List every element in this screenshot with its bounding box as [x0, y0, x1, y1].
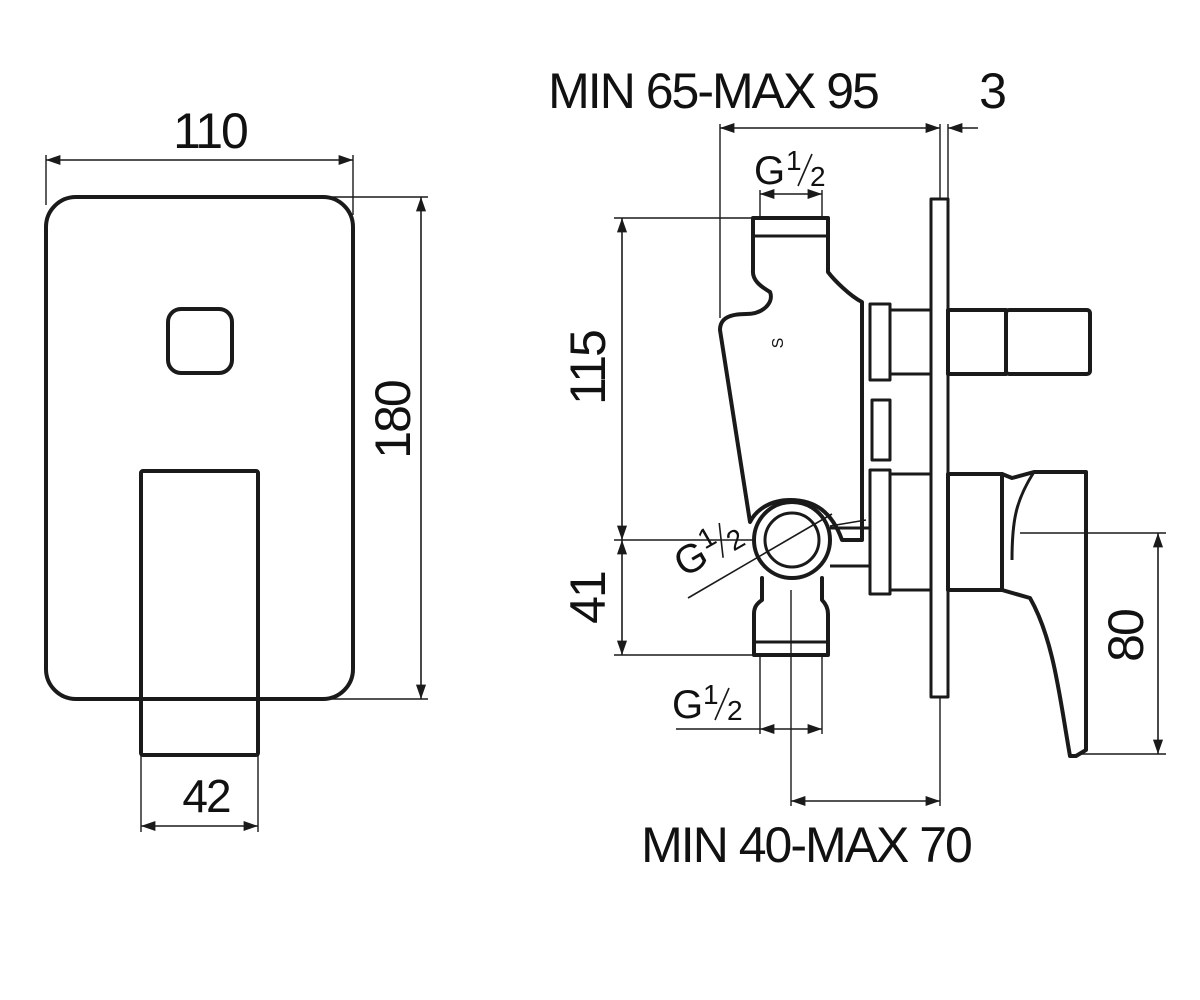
thread-leader-tail [829, 519, 867, 527]
label-depth-bottom: MIN 40-MAX 70 [641, 817, 971, 873]
diverter-spindle [888, 308, 933, 376]
lever-curve [1010, 471, 1036, 561]
side-view: S MIN 65-MAX 95 3 G [548, 63, 1166, 873]
thread-label-side: G 1 2 [667, 520, 750, 585]
fraction-slash [797, 153, 813, 187]
diverter-knob-side [946, 308, 1008, 376]
side-inlet-inner [763, 511, 821, 569]
label-lever-width: 42 [182, 770, 230, 822]
small-cartridge [870, 398, 892, 462]
thread-label-bottom: G 1 2 [672, 679, 743, 727]
label-spout-height: 80 [1098, 610, 1154, 662]
thread-den: 2 [810, 161, 826, 192]
label-outlet-offset: 41 [560, 572, 616, 624]
label-plate-thickness: 3 [979, 63, 1005, 119]
thread-num: 1 [703, 679, 719, 710]
wall-plate [929, 197, 950, 699]
lever-handle [1000, 470, 1088, 758]
thread-g: G [672, 683, 702, 727]
thread-label-top: G 1 2 [754, 145, 826, 193]
diverter-knob [166, 307, 234, 375]
body-mark: S [770, 338, 787, 349]
thread-leader [687, 513, 833, 599]
thread-g: G [754, 149, 784, 193]
cover-plate [44, 195, 355, 701]
thread-den: 2 [727, 695, 743, 726]
label-depth-top: MIN 65-MAX 95 [548, 63, 878, 119]
valve-body [718, 216, 864, 542]
mixer-spindle [888, 472, 933, 592]
thread-num: 1 [786, 145, 802, 176]
front-view: 110 180 42 [44, 103, 428, 832]
mixer-lever [139, 469, 260, 757]
side-inlet-outer [752, 500, 832, 580]
label-body-height: 115 [560, 331, 616, 405]
diverter-knob-cap [1004, 308, 1092, 376]
mixer-cartridge [868, 468, 892, 596]
fraction-slash [718, 522, 724, 558]
label-panel-height: 180 [365, 381, 421, 459]
lever-hub [946, 472, 1004, 592]
label-panel-width: 110 [173, 103, 247, 159]
fraction-slash [714, 687, 730, 721]
diverter-cartridge [868, 302, 892, 382]
